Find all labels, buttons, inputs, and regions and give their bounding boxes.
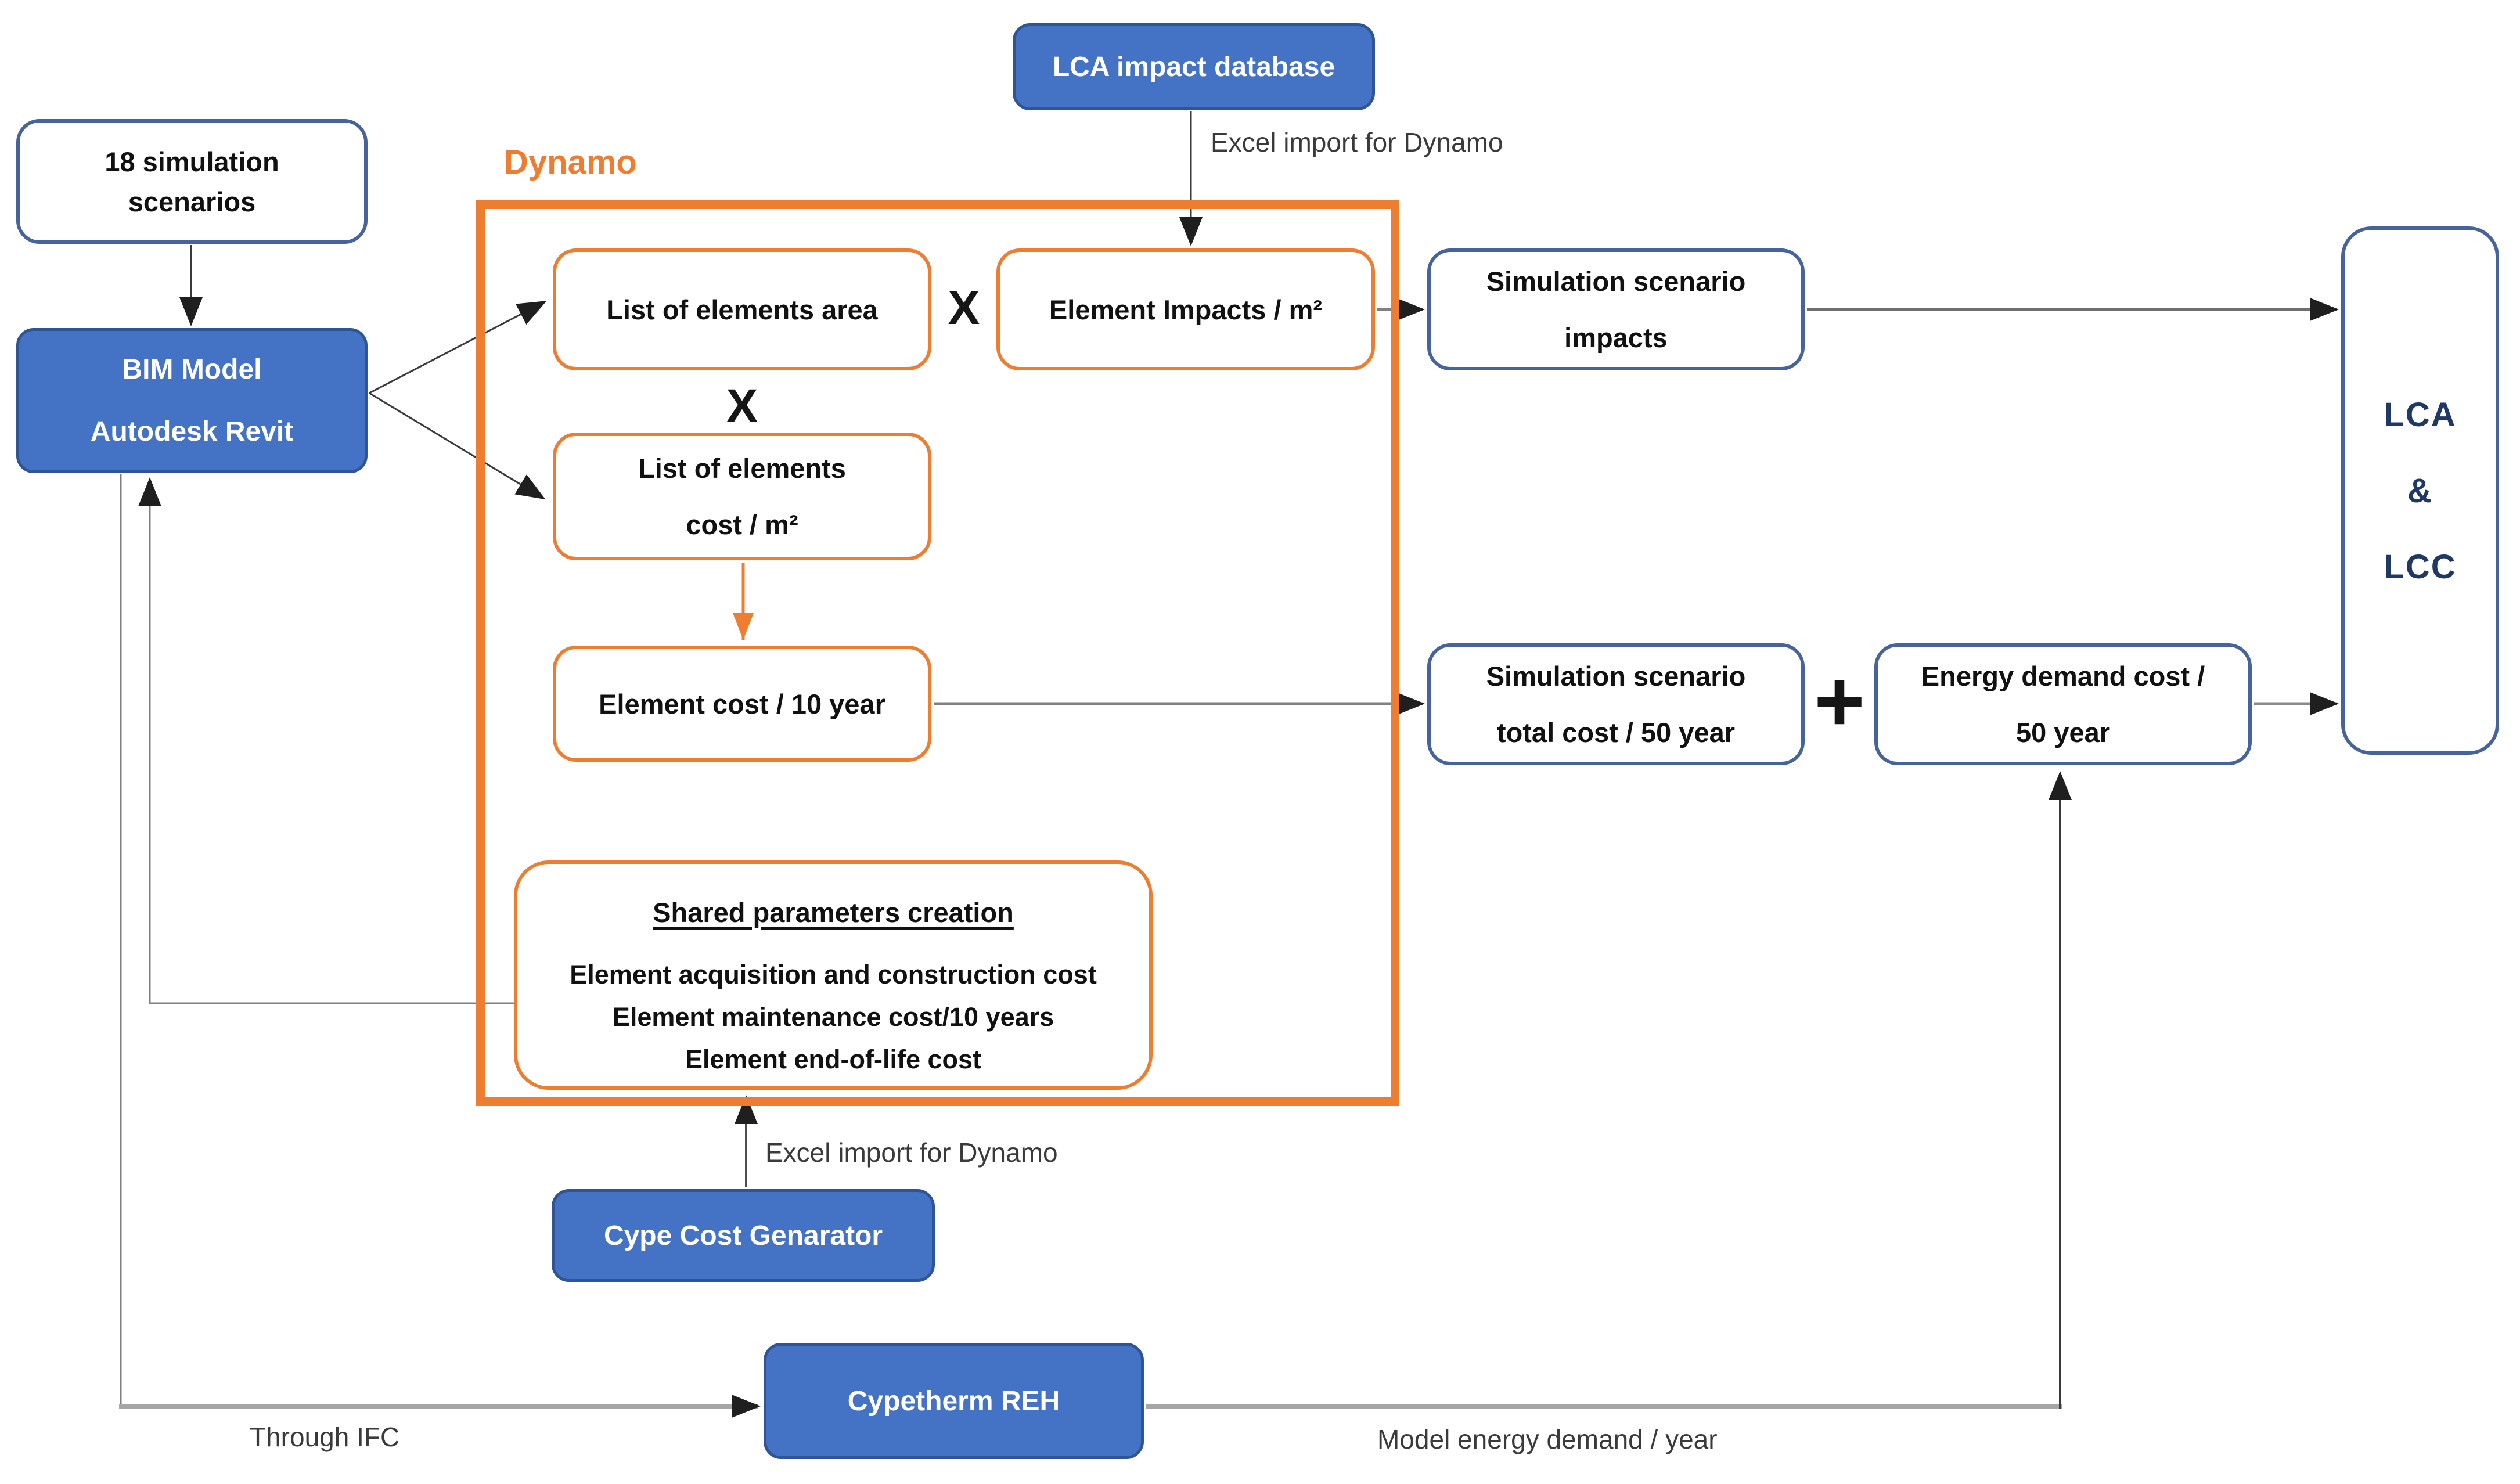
node-bim-model-revit: BIM Model Autodesk Revit bbox=[16, 328, 368, 473]
node-label: Element Impacts / m² bbox=[1049, 294, 1323, 325]
edge-label-model-energy-demand: Model energy demand / year bbox=[1377, 1424, 1718, 1454]
arrow-bim-to-list-area bbox=[369, 301, 547, 394]
node-label-line2: cost / m² bbox=[686, 509, 798, 540]
edge-label-through-ifc: Through IFC bbox=[250, 1422, 400, 1452]
shared-parameter-item: Element acquisition and construction cos… bbox=[570, 960, 1097, 989]
node-label-line1: Simulation scenario bbox=[1486, 661, 1746, 691]
node-label-line2: total cost / 50 year bbox=[1496, 717, 1736, 748]
dynamo-container bbox=[476, 200, 1399, 1106]
node-label-line2: & bbox=[2407, 471, 2433, 510]
node-list-of-elements-cost-m2: List of elements cost / m² bbox=[553, 433, 931, 560]
node-element-impacts-m2: Element Impacts / m² bbox=[996, 248, 1375, 370]
shared-parameter-item: Element end-of-life cost bbox=[685, 1044, 982, 1074]
node-label-line3: LCC bbox=[2384, 548, 2457, 586]
node-label: Cypetherm REH bbox=[847, 1385, 1060, 1417]
node-18-simulation-scenarios: 18 simulation scenarios bbox=[16, 119, 368, 244]
edge-label-excel-import-top: Excel import for Dynamo bbox=[1211, 127, 1503, 157]
node-cypetherm-reh: Cypetherm REH bbox=[764, 1343, 1144, 1459]
multiply-operator-cost: X bbox=[726, 380, 758, 433]
shared-parameter-item: Element maintenance cost/10 years bbox=[612, 1002, 1054, 1032]
shared-parameters-title: Shared parameters creation bbox=[653, 897, 1014, 928]
node-label-line2: scenarios bbox=[128, 186, 256, 217]
node-label-line1: LCA bbox=[2384, 395, 2457, 434]
node-label-line1: List of elements bbox=[638, 453, 846, 484]
node-shared-parameters-creation: Shared parameters creation Element acqui… bbox=[514, 860, 1153, 1090]
node-label-line1: Simulation scenario bbox=[1486, 266, 1746, 297]
multiply-operator-area-impacts: X bbox=[948, 282, 980, 334]
node-label-line2: Autodesk Revit bbox=[90, 416, 294, 447]
node-label-line1: Energy demand cost / bbox=[1921, 661, 2205, 691]
node-label-line2: 50 year bbox=[2015, 717, 2111, 748]
node-simulation-scenario-total-cost: Simulation scenario total cost / 50 year bbox=[1427, 643, 1805, 765]
node-cype-cost-generator: Cype Cost Genarator bbox=[552, 1189, 935, 1282]
node-label: Cype Cost Genarator bbox=[603, 1220, 883, 1251]
node-list-of-elements-area: List of elements area bbox=[553, 248, 931, 370]
edge-label-excel-import-bottom: Excel import for Dynamo bbox=[765, 1137, 1058, 1168]
node-label: Element cost / 10 year bbox=[599, 688, 885, 719]
node-energy-demand-cost: Energy demand cost / 50 year bbox=[1874, 643, 2252, 765]
dynamo-container-label: Dynamo bbox=[504, 143, 637, 181]
node-label: LCA impact database bbox=[1052, 51, 1335, 82]
node-simulation-scenario-impacts: Simulation scenario impacts bbox=[1427, 248, 1805, 370]
plus-operator: + bbox=[1814, 651, 1865, 750]
arrow-shared-to-bim bbox=[138, 477, 514, 1004]
node-label-line2: impacts bbox=[1564, 322, 1668, 353]
node-lca-impact-database: LCA impact database bbox=[1013, 23, 1375, 110]
arrow-bim-to-list-cost bbox=[369, 392, 546, 500]
node-label: List of elements area bbox=[606, 294, 878, 325]
node-element-cost-10-year: Element cost / 10 year bbox=[553, 646, 931, 762]
node-lca-and-lcc: LCA & LCC bbox=[2341, 226, 2499, 755]
node-label-line1: BIM Model bbox=[122, 354, 262, 385]
node-label-line1: 18 simulation bbox=[105, 146, 279, 177]
